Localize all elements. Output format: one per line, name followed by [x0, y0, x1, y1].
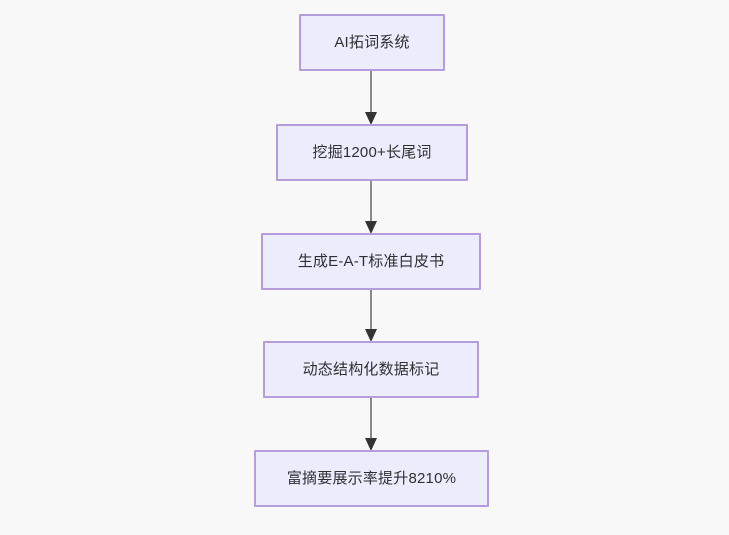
flowchart-node-mine-longtail-keywords[interactable]: 挖掘1200+长尾词 — [276, 124, 468, 181]
flowchart-node-ai-keyword-system[interactable]: AI拓词系统 — [299, 14, 445, 71]
node-label: 富摘要展示率提升8210% — [286, 469, 457, 487]
edge-n1-n2 — [365, 71, 377, 125]
flowchart-node-dynamic-structured-data-markup[interactable]: 动态结构化数据标记 — [263, 341, 479, 398]
node-label: 挖掘1200+长尾词 — [312, 143, 432, 161]
node-label: 生成E-A-T标准白皮书 — [297, 252, 445, 270]
node-label: 动态结构化数据标记 — [302, 360, 440, 378]
edge-n2-n3 — [365, 181, 377, 234]
edge-n3-n4 — [365, 290, 377, 342]
node-label: AI拓词系统 — [334, 33, 410, 51]
flowchart-node-generate-eat-whitepaper[interactable]: 生成E-A-T标准白皮书 — [261, 233, 481, 290]
edge-n4-n5 — [365, 398, 377, 451]
flowchart-node-rich-snippet-impression-uplift[interactable]: 富摘要展示率提升8210% — [254, 450, 489, 507]
